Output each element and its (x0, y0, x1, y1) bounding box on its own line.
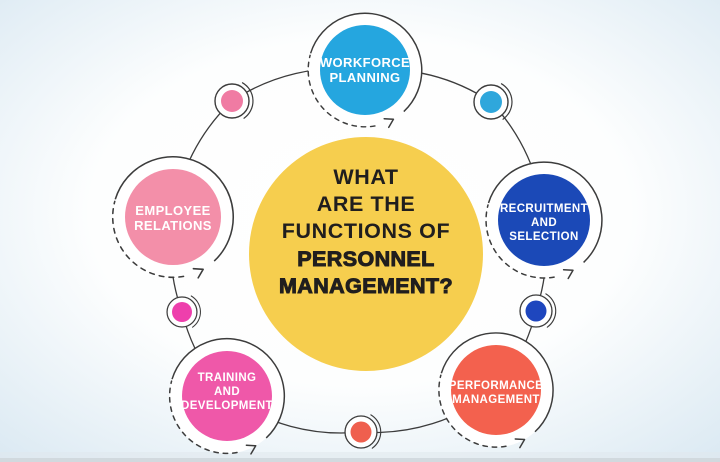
bottom-edge-line (0, 458, 720, 462)
title-line-2: ARE THE (317, 192, 416, 216)
satellite-label-line: SELECTION (509, 231, 578, 243)
title-line-bold-2: MANAGEMENT? (279, 274, 453, 298)
title-line-1: WHAT (333, 165, 398, 189)
satellite-label-line: PLANNING (329, 70, 400, 85)
satellite-label-line: MANAGEMENT (452, 394, 540, 406)
satellite-label-line: PERFORMANCE (449, 380, 544, 392)
satellite-fill (182, 351, 272, 441)
satellite-label-line: TRAINING (198, 372, 257, 384)
satellite-label-line: AND (214, 386, 240, 398)
satellite-performance-management: PERFORMANCE MANAGEMENT (438, 332, 554, 449)
satellite-label-line: RECRUITMENT (500, 203, 588, 215)
title-line-3: FUNCTIONS OF (282, 219, 450, 243)
center-question-circle: WHAT ARE THE FUNCTIONS OF PERSONNEL MANA… (249, 137, 483, 371)
satellite-fill (498, 174, 590, 266)
satellite-label-line: WORKFORCE (320, 55, 410, 70)
dot-fill (221, 90, 243, 112)
satellite-workforce-planning: WORKFORCE PLANNING (307, 12, 423, 129)
satellite-employee-relations: EMPLOYEE RELATIONS (111, 155, 235, 279)
satellite-label-line: AND (531, 217, 557, 229)
satellite-fill (320, 25, 410, 115)
satellite-label-line: DEVELOPMENT (181, 400, 273, 412)
dot-fill (480, 91, 502, 113)
satellite-label-line: RELATIONS (134, 218, 212, 233)
dot-fill (525, 300, 547, 322)
connector-dot-left (166, 295, 202, 328)
bottom-band (0, 452, 720, 462)
satellite-label-line: EMPLOYEE (135, 203, 210, 218)
dot-fill (350, 421, 372, 443)
satellite-training-and-development: TRAINING AND DEVELOPMENT (168, 337, 286, 455)
connector-dot-right (519, 293, 557, 328)
connector-dot-bottom (344, 414, 382, 449)
satellite-fill (125, 169, 221, 265)
title-line-bold-1: PERSONNEL (297, 247, 434, 271)
satellite-fill (451, 345, 541, 435)
connector-dot-top-left (214, 82, 254, 119)
dot-fill (172, 302, 192, 322)
satellite-recruitment-and-selection: RECRUITMENT AND SELECTION (485, 161, 603, 280)
center-circle-fill (249, 137, 483, 371)
connector-dot-top-right (473, 83, 513, 120)
